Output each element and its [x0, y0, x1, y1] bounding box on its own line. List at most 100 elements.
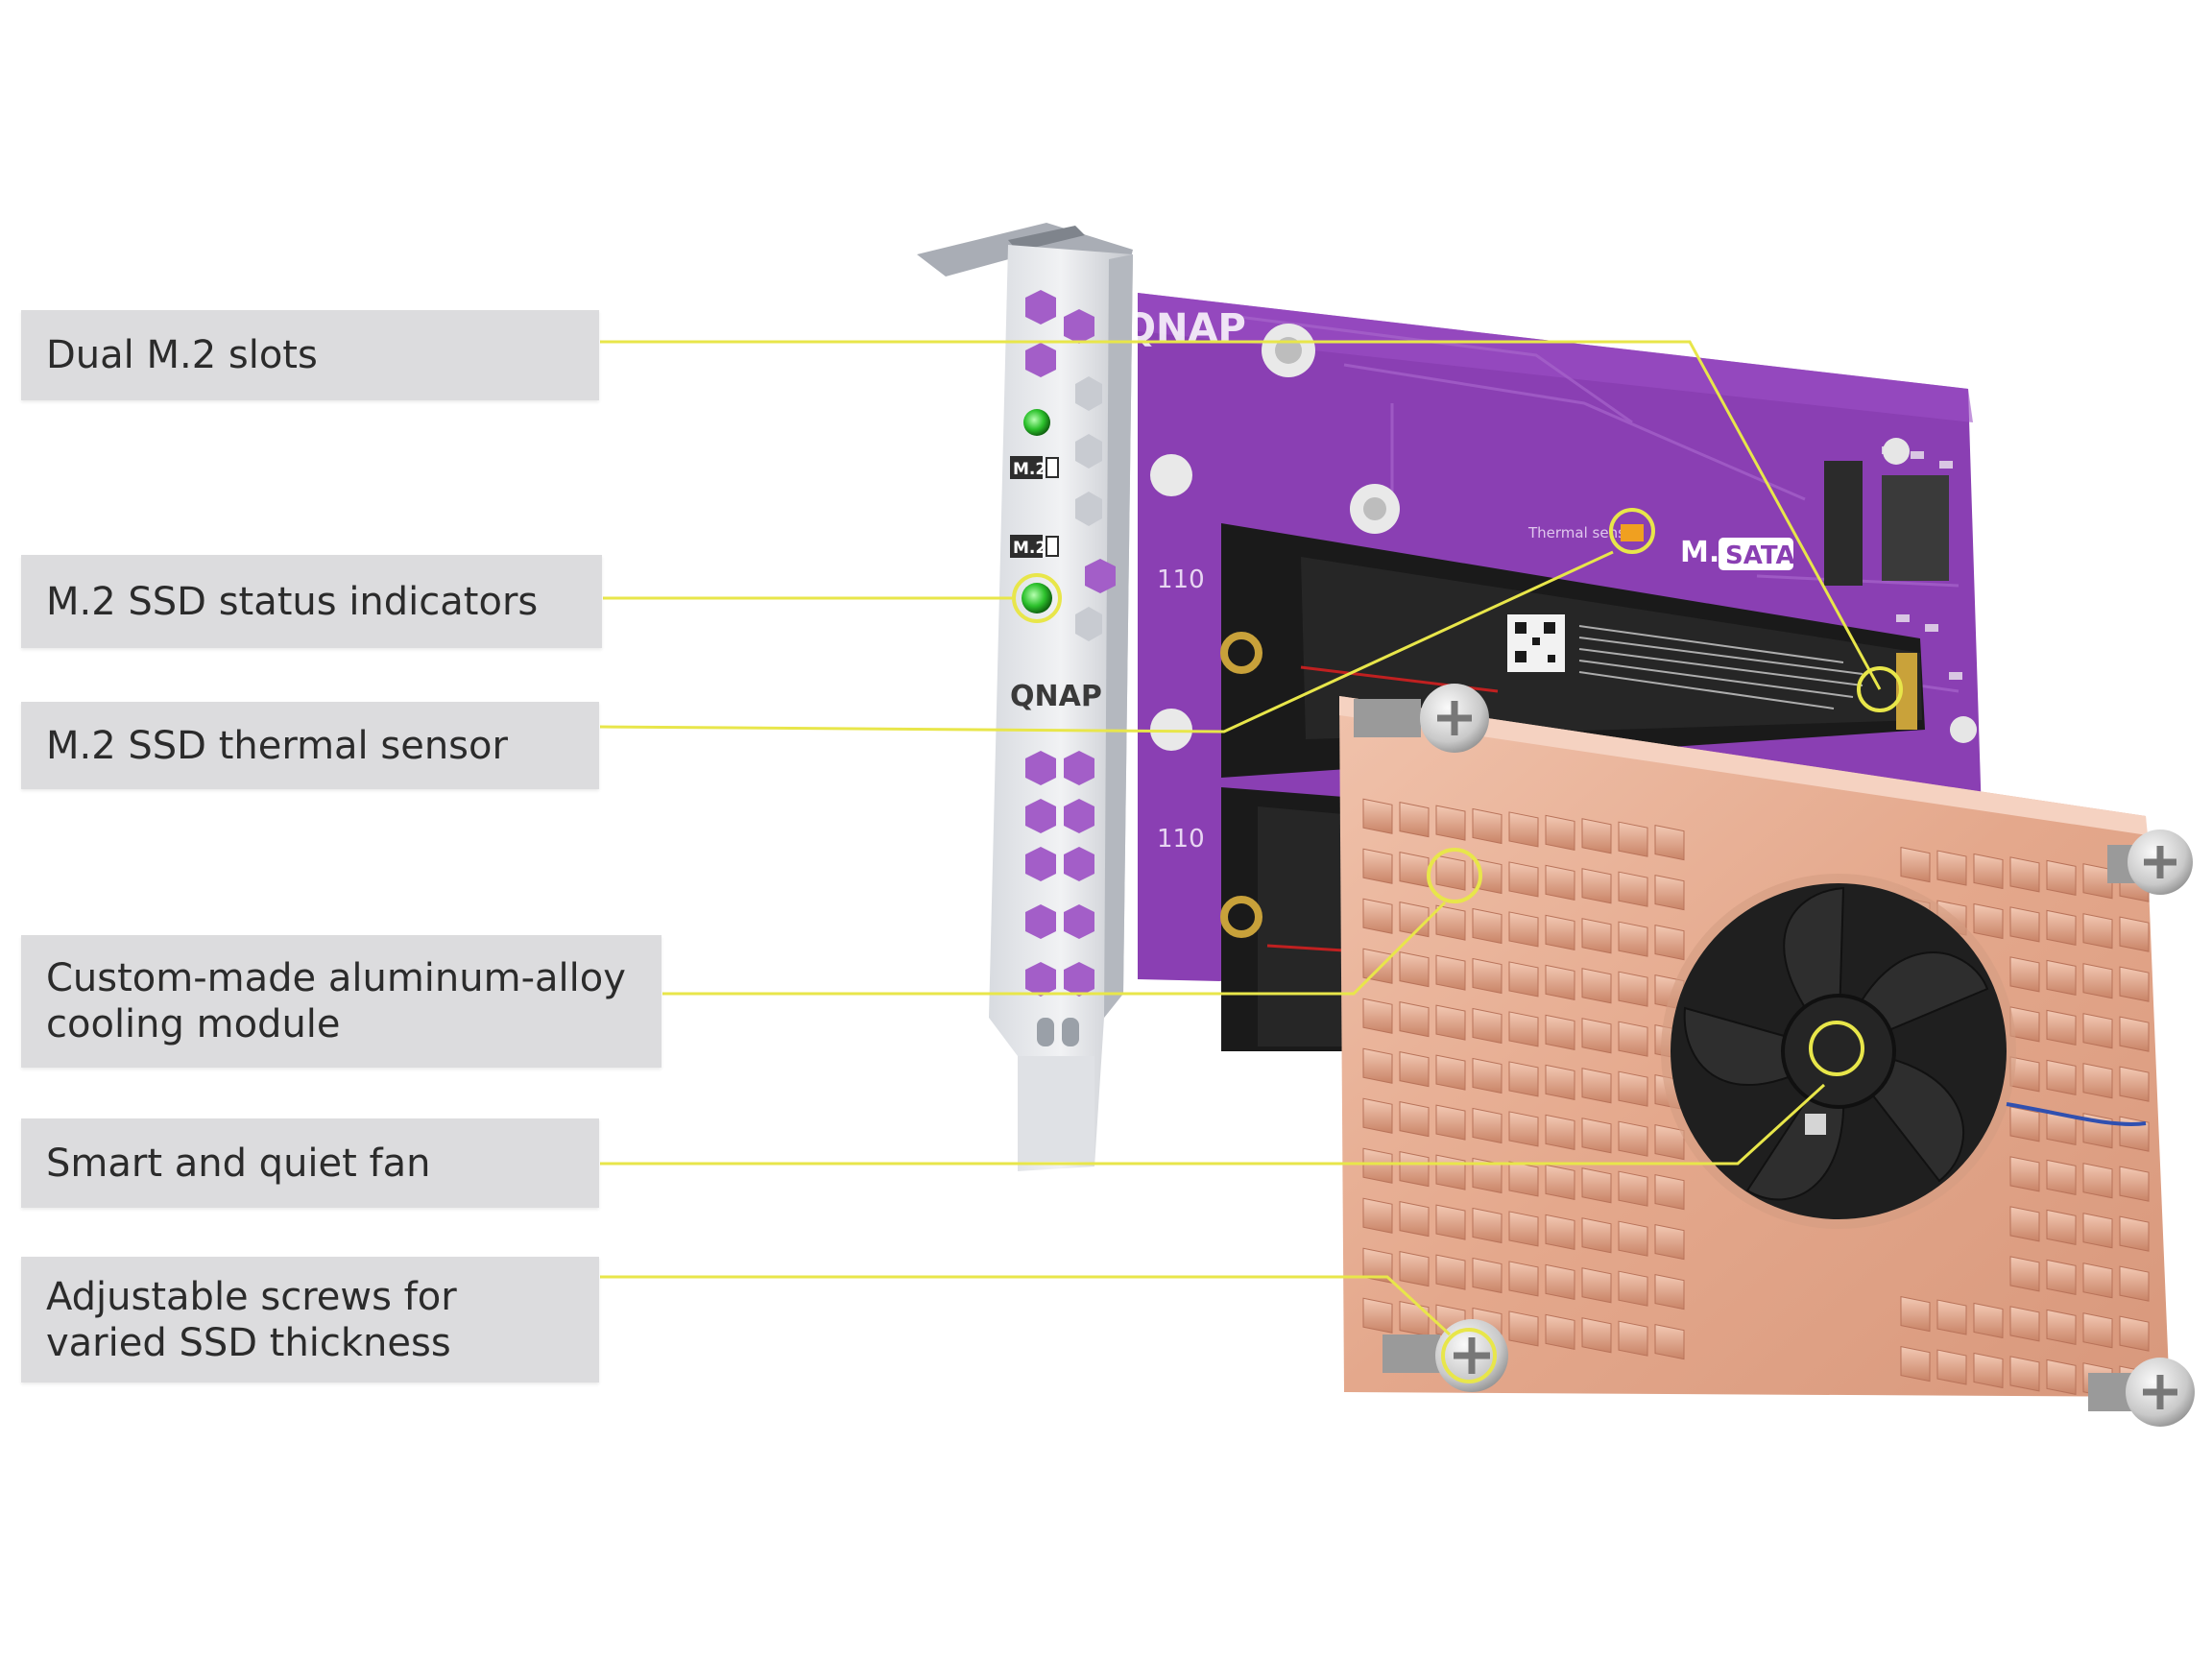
heatsink-fin — [1581, 1267, 1612, 1304]
heatsink-fin — [1545, 814, 1575, 851]
heatsink-fin — [1618, 1320, 1648, 1357]
heatsink-fin — [2046, 1259, 2077, 1295]
thermal-sensor-chip — [1621, 524, 1644, 541]
heatsink-fin — [1618, 821, 1648, 857]
callout-text: M.2 SSD thermal sensor — [46, 723, 508, 768]
heatsink-fin — [1618, 921, 1648, 957]
callout-status-indicators: M.2 SSD status indicators — [21, 555, 602, 648]
heatsink-fin — [1399, 1151, 1430, 1188]
heatsink-fin — [1399, 1001, 1430, 1038]
heatsink-fin — [1618, 1070, 1648, 1107]
heatsink-fin — [1618, 1170, 1648, 1207]
sata-marking: SATA — [1725, 541, 1795, 570]
heatsink-fin — [1508, 811, 1539, 848]
marker-cooling — [1427, 848, 1482, 903]
heatsink-fin — [1581, 1068, 1612, 1104]
heatsink-fin — [1581, 1167, 1612, 1204]
heatsink-fin — [1435, 904, 1466, 941]
heatsink-fin — [1362, 948, 1393, 984]
heatsink-fin — [1545, 1313, 1575, 1350]
heatsink-fin — [2009, 906, 2040, 943]
heatsink-fin — [1545, 1164, 1575, 1200]
board-brand-logo: QNAP — [1123, 306, 1246, 350]
heatsink-fin — [1435, 1104, 1466, 1141]
heatsink-fin — [1508, 1261, 1539, 1297]
heatsink-fin — [1435, 1154, 1466, 1190]
screw-top-right — [2107, 830, 2193, 895]
callout-markers — [1012, 508, 1903, 1383]
callout-dual-m2-slots: Dual M.2 slots — [21, 310, 599, 400]
heatsink-fin — [1472, 807, 1503, 845]
heatsink-fin — [2119, 966, 2150, 1002]
status-led-1 — [1023, 409, 1050, 436]
slot-label-1: M.2 — [1013, 460, 1046, 479]
heatsink-fin — [1472, 1007, 1503, 1045]
slot-length-top: 110 — [1157, 565, 1205, 594]
controller-chip — [1882, 475, 1949, 581]
heatsink-fin — [2082, 1262, 2113, 1299]
heatsink-fin — [1435, 805, 1466, 841]
callout-cooling-module: Custom-made aluminum-alloy cooling modul… — [21, 935, 661, 1068]
mounting-hole — [1262, 324, 1315, 377]
heatsink-fin — [1399, 951, 1430, 988]
heatsink-fin — [2009, 1156, 2040, 1192]
heatsink-fin — [2046, 1009, 2077, 1046]
heatsink-fin — [1472, 1107, 1503, 1144]
callout-text: cooling module — [46, 1002, 341, 1046]
heatsink-fin — [1472, 957, 1503, 995]
heatsink-fin — [1508, 1310, 1539, 1347]
heatsink-fin — [1399, 1051, 1430, 1088]
heatsink-fin — [2046, 1309, 2077, 1345]
heatsink-fin — [2082, 913, 2113, 950]
heatsink-fin — [1973, 1302, 2004, 1339]
callout-fan: Smart and quiet fan — [21, 1118, 599, 1208]
heatsink-fin — [1545, 1214, 1575, 1250]
heatsink-fin — [2119, 1166, 2150, 1202]
heatsink-fin — [1472, 907, 1503, 945]
slot-length-bottom: 110 — [1157, 825, 1205, 854]
mounting-hole — [1350, 484, 1400, 534]
heatsink-fin — [2046, 909, 2077, 946]
heatsink-fin — [1508, 1211, 1539, 1247]
callout-text: varied SSD thickness — [46, 1320, 451, 1365]
heatsink-fin — [1472, 1207, 1503, 1244]
heatsink-fin — [2082, 1163, 2113, 1199]
heatsink-fin — [1508, 1011, 1539, 1047]
screw-bottom-right — [2088, 1358, 2195, 1427]
heatsink-fin — [1508, 911, 1539, 948]
heatsink-fin — [1362, 798, 1393, 834]
heatsink-fin — [1900, 847, 1931, 883]
heatsink-fin — [1362, 1097, 1393, 1134]
heatsink-fin — [2119, 1066, 2150, 1102]
heatsink-fin — [1545, 1263, 1575, 1300]
heatsink-fin — [1508, 1161, 1539, 1197]
heatsink-fin — [2082, 1063, 2113, 1099]
heatsink-fin — [1399, 1251, 1430, 1287]
heatsink-fin — [2082, 863, 2113, 900]
heatsink-fin — [1508, 861, 1539, 898]
heatsink-fin — [2119, 1215, 2150, 1252]
callout-text: Smart and quiet fan — [46, 1141, 431, 1186]
callout-line-dual-slots — [600, 340, 1882, 690]
callout-text: Custom-made aluminum-alloy — [46, 956, 626, 1000]
heatsink-fin — [1399, 802, 1430, 838]
heatsink-fin — [1362, 1297, 1393, 1334]
fan — [1661, 874, 2147, 1229]
heatsink-fin — [2009, 1206, 2040, 1242]
heatsink-fin — [1472, 1257, 1503, 1294]
heatsink-fin — [1508, 961, 1539, 998]
heatsink-fin — [2009, 1356, 2040, 1392]
heatsink-fin — [1435, 954, 1466, 991]
heatsink-fin — [2082, 1013, 2113, 1049]
heatsink-fin — [1435, 1204, 1466, 1240]
heatsink-fin — [2009, 1256, 2040, 1292]
status-led-2 — [1022, 583, 1052, 613]
heatsink-fin — [1435, 1054, 1466, 1091]
heatsink-fin — [1618, 1021, 1648, 1057]
heatsink-fin — [2046, 1159, 2077, 1195]
heatsink-fin — [2009, 956, 2040, 993]
heatsink-fin — [1973, 902, 2004, 940]
callout-line-cooling — [662, 901, 1447, 996]
heatsink-fin — [1581, 1217, 1612, 1254]
heatsink-fin — [1472, 1057, 1503, 1094]
